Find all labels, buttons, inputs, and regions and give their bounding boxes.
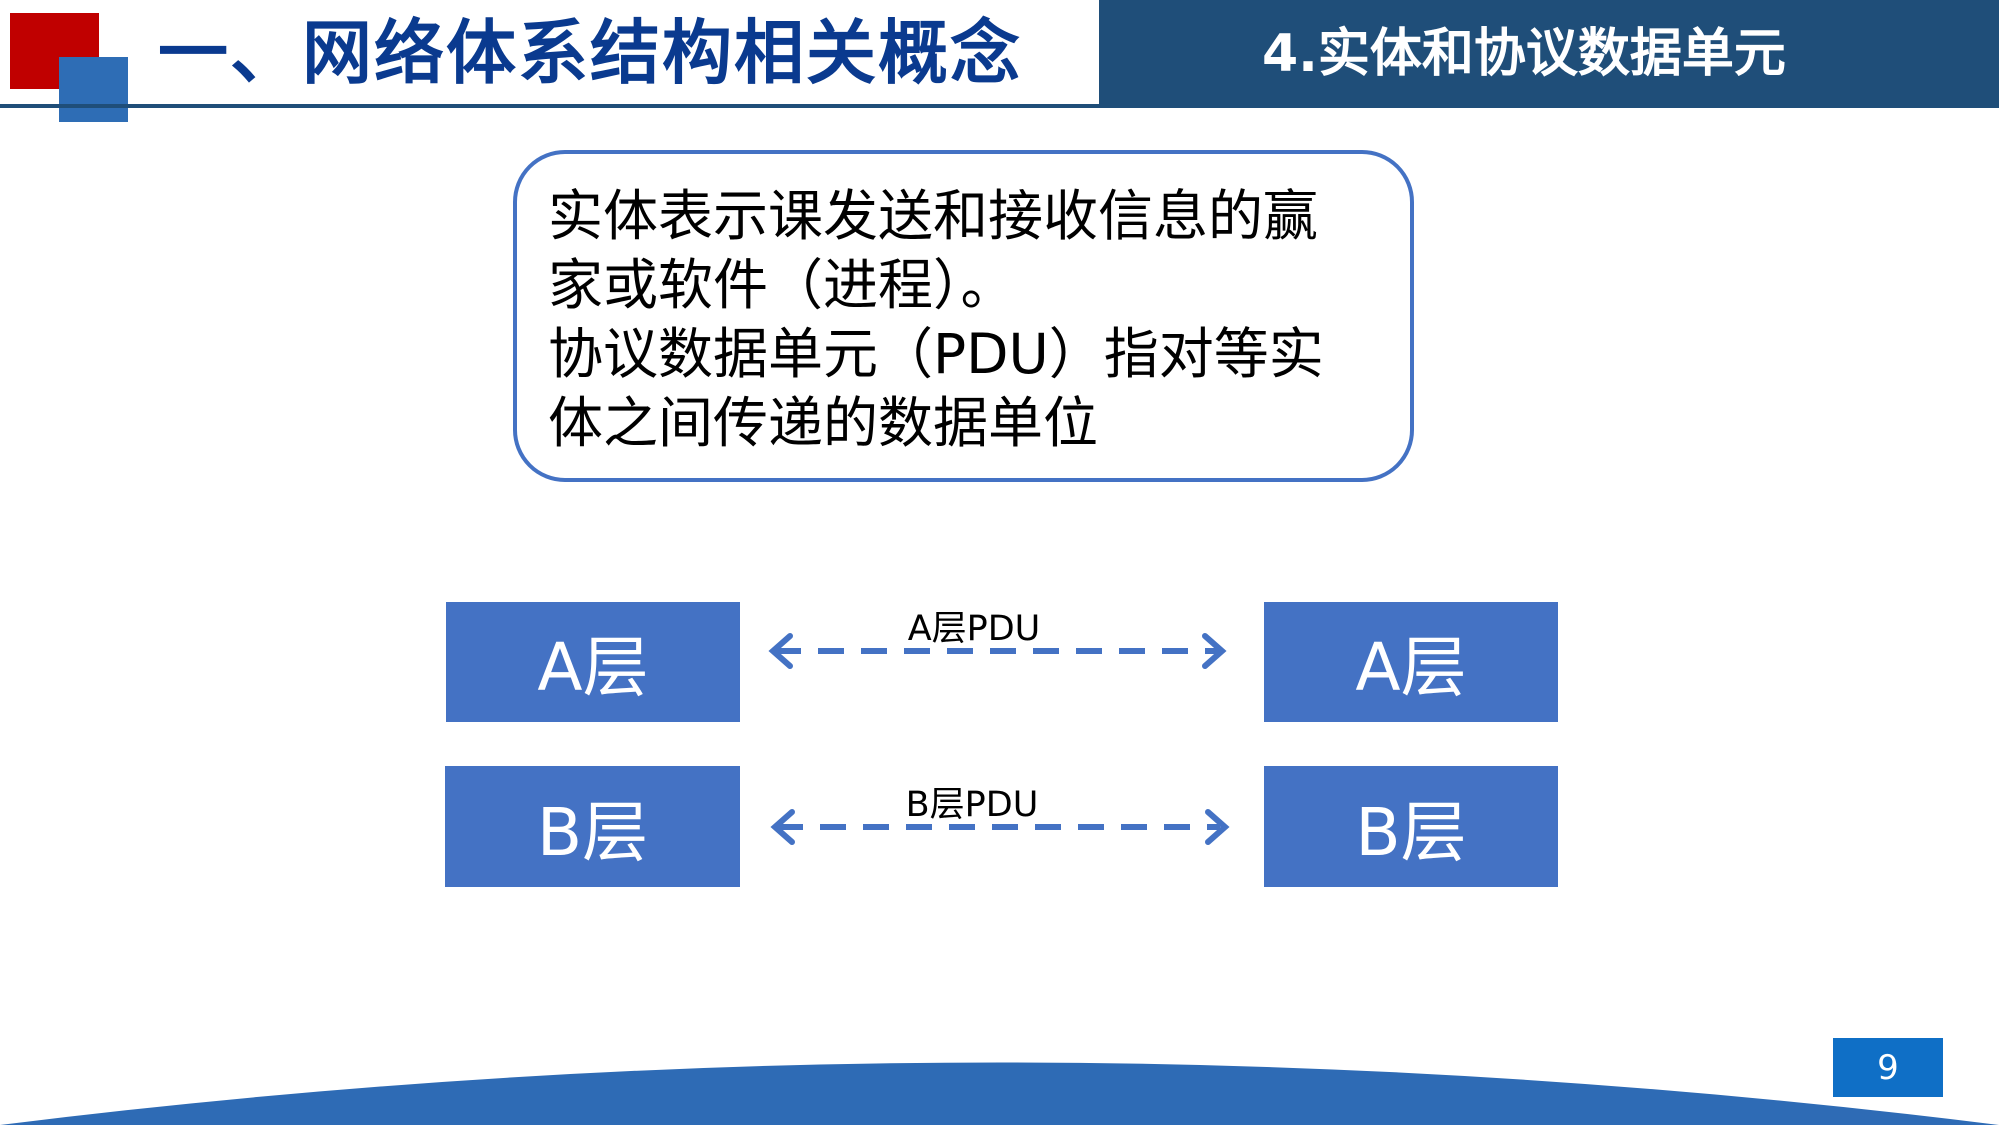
- header-banner: [1099, 0, 1999, 108]
- page-number: 9: [1833, 1038, 1943, 1097]
- layer-a-left: A层: [446, 602, 740, 722]
- definition-line: 家或软件（进程）。: [548, 253, 1016, 317]
- pdu-label-b: B层PDU: [905, 785, 1039, 825]
- section-subtitle: 4.实体和协议数据单元: [1262, 24, 1786, 84]
- pdu-arrow-b: [770, 809, 1230, 845]
- definition-text: 实体表示课发送和接收信息的赢 家或软件（进程）。 协议数据单元（PDU）指对等实…: [548, 182, 1398, 458]
- bottom-arc: [0, 1062, 1999, 1125]
- pdu-label-a: A层PDU: [907, 609, 1041, 649]
- definition-line: 体之间传递的数据单位: [548, 391, 1099, 455]
- definition-line: 实体表示课发送和接收信息的赢: [548, 184, 1319, 248]
- layer-b-left: B层: [445, 766, 740, 887]
- slide-title: 一、网络体系结构相关概念: [158, 12, 1022, 94]
- definition-box: [513, 150, 1414, 482]
- layer-b-right: B层: [1264, 766, 1558, 887]
- definition-line: 协议数据单元（PDU）指对等实: [548, 322, 1324, 386]
- pdu-arrow-a: [768, 633, 1227, 669]
- blue-decor-square: [59, 57, 128, 122]
- header-rule: [0, 104, 1099, 108]
- layer-a-right: A层: [1264, 602, 1558, 722]
